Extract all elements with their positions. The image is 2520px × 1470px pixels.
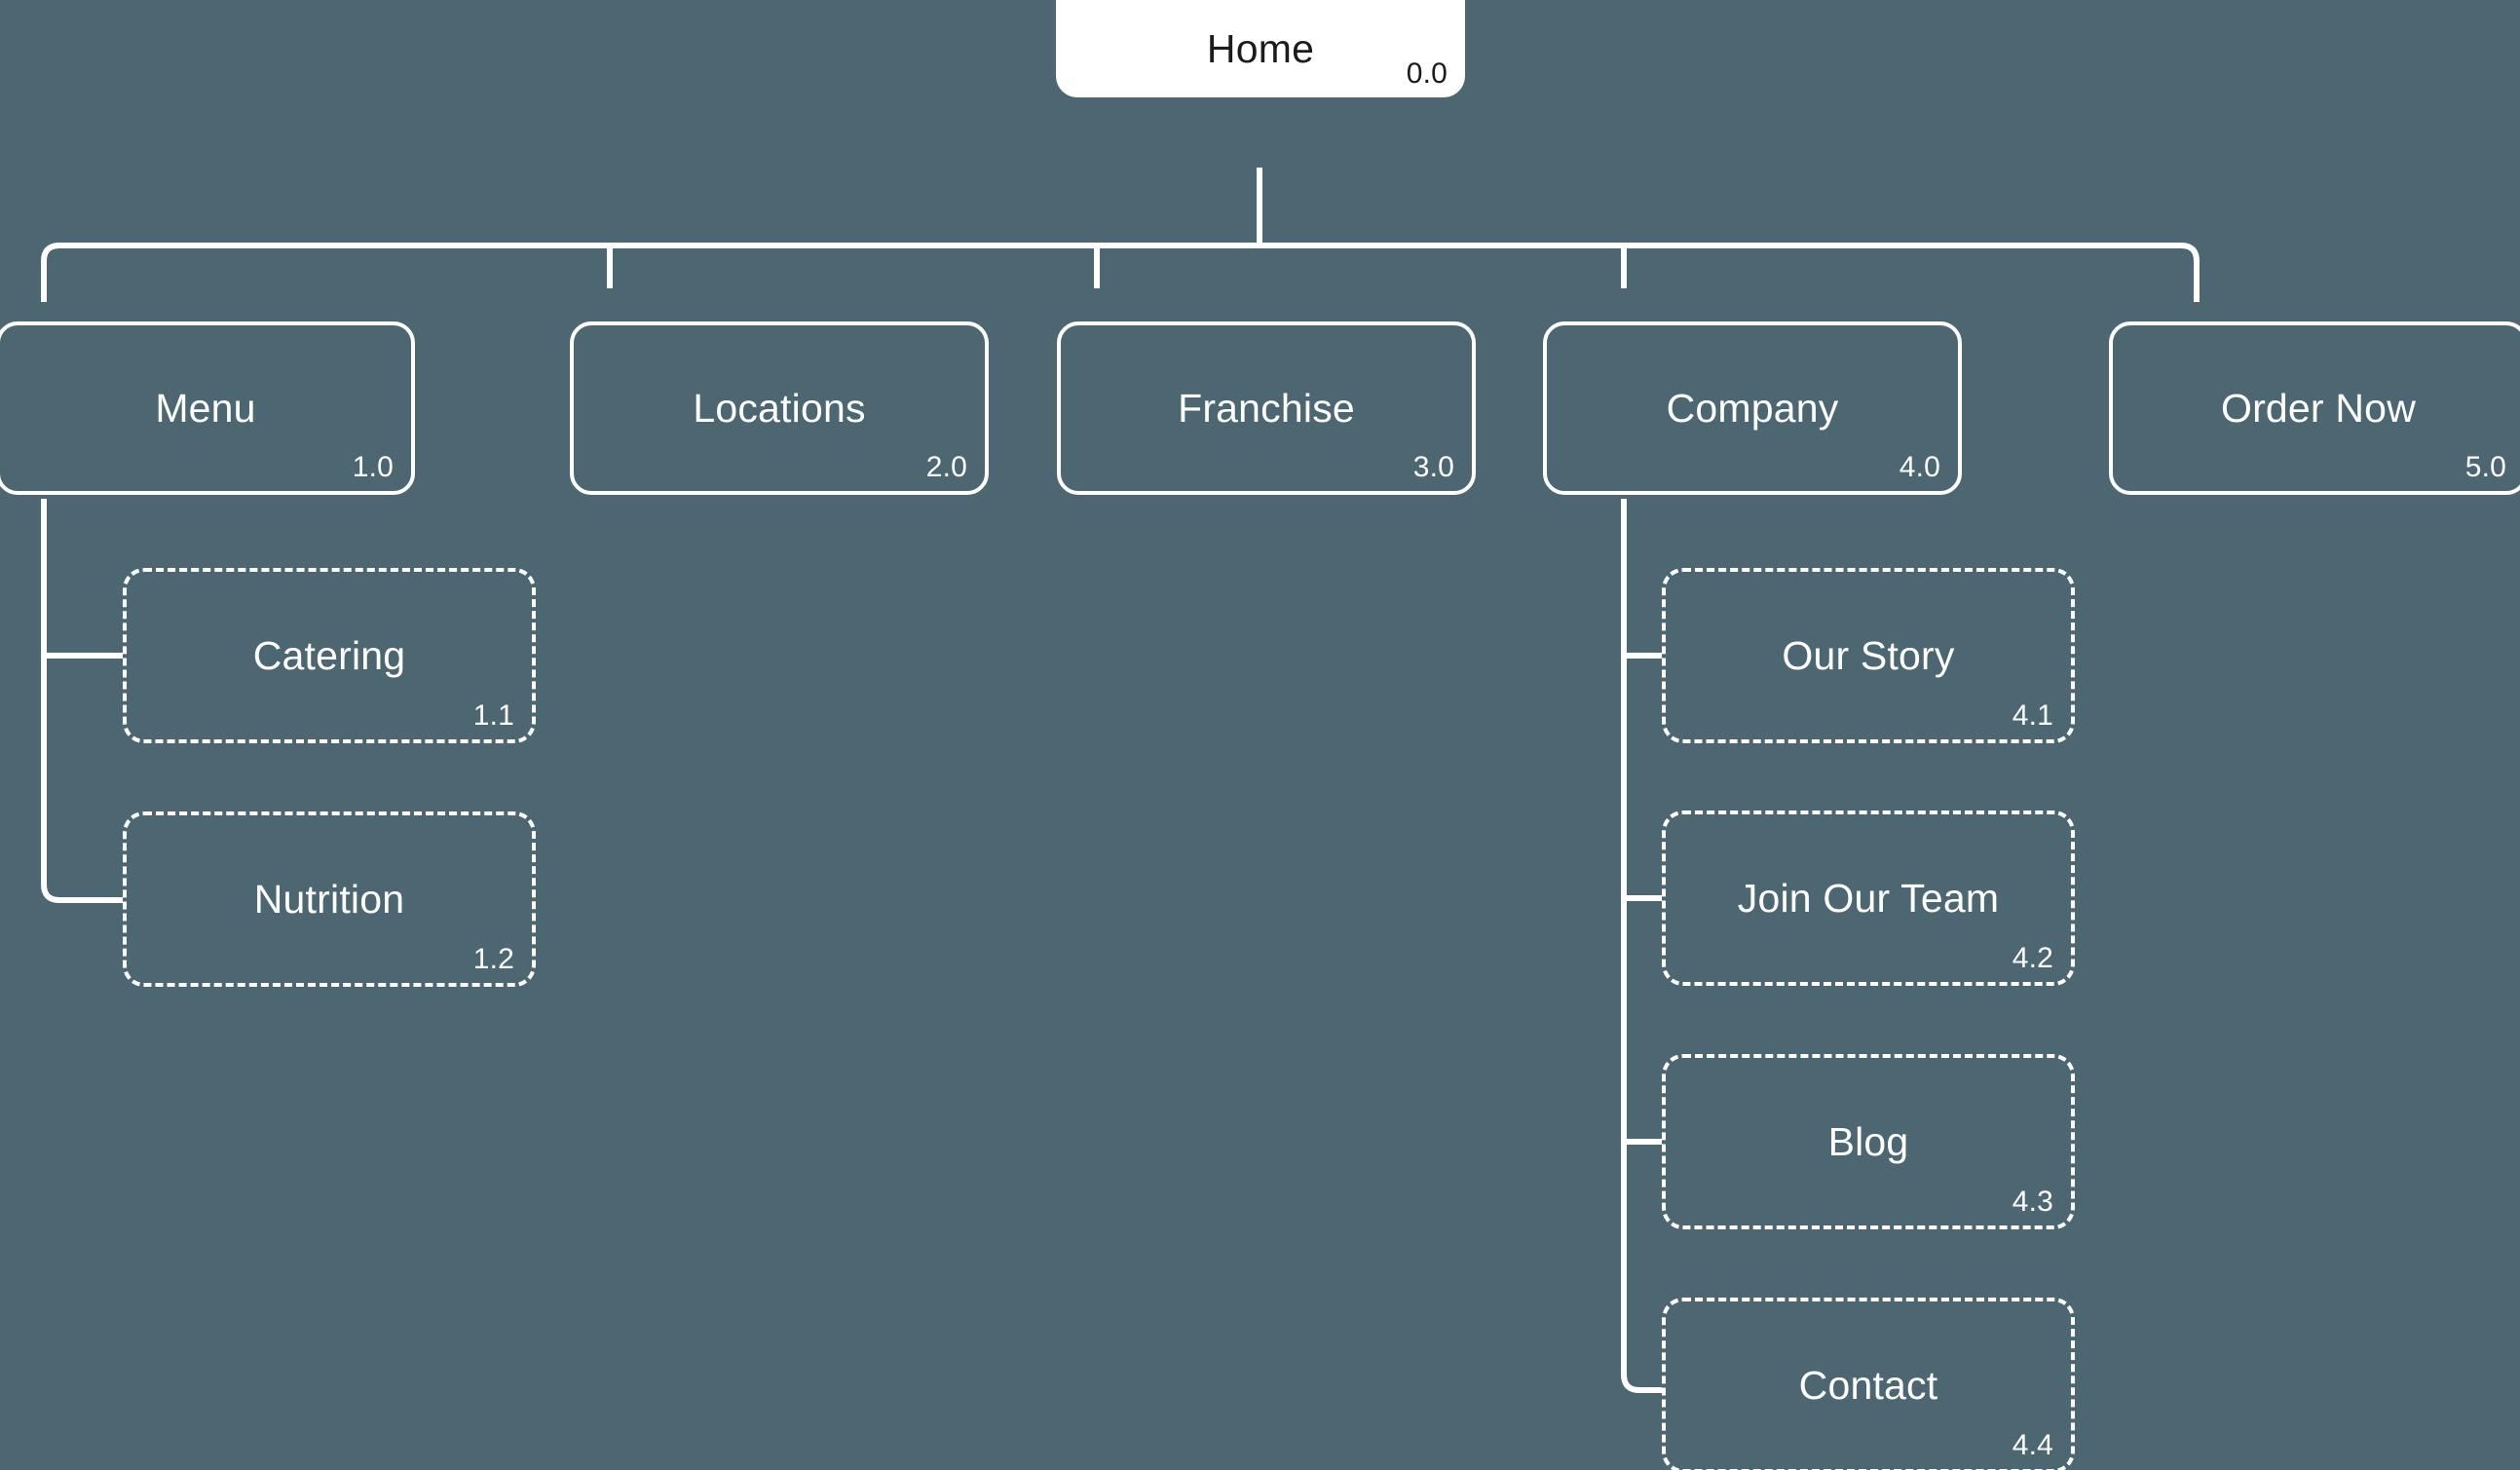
node-our-story-code: 4.1 xyxy=(2012,699,2053,732)
node-catering-code: 1.1 xyxy=(472,699,514,732)
node-join-our-team-label: Join Our Team xyxy=(1737,875,2000,921)
node-home-code: 0.0 xyxy=(1406,57,1448,90)
node-join-our-team-code: 4.2 xyxy=(2012,942,2053,974)
node-blog-label: Blog xyxy=(1827,1118,1909,1164)
node-locations-code: 2.0 xyxy=(925,451,967,483)
node-franchise[interactable]: Franchise 3.0 xyxy=(1057,321,1476,495)
node-company-label: Company xyxy=(1666,385,1839,431)
node-nutrition-code: 1.2 xyxy=(472,943,514,975)
node-company[interactable]: Company 4.0 xyxy=(1543,321,1962,495)
node-franchise-label: Franchise xyxy=(1178,385,1355,431)
node-home-label: Home xyxy=(1206,25,1315,71)
node-nutrition-label: Nutrition xyxy=(253,876,405,922)
node-locations-label: Locations xyxy=(693,385,866,431)
node-blog-code: 4.3 xyxy=(2012,1186,2053,1218)
edge-company-trunk xyxy=(1621,499,1662,1393)
node-home[interactable]: Home 0.0 xyxy=(1056,0,1465,97)
node-order-now[interactable]: Order Now 5.0 xyxy=(2109,321,2520,495)
node-order-now-code: 5.0 xyxy=(2464,451,2506,483)
node-our-story-label: Our Story xyxy=(1782,632,1955,678)
edge-menu-trunk xyxy=(41,499,123,903)
node-nutrition[interactable]: Nutrition 1.2 xyxy=(123,811,536,987)
node-blog[interactable]: Blog 4.3 xyxy=(1662,1054,2075,1229)
node-contact-code: 4.4 xyxy=(2012,1429,2053,1461)
node-company-code: 4.0 xyxy=(1899,451,1940,483)
node-order-now-label: Order Now xyxy=(2220,385,2416,431)
node-join-our-team[interactable]: Join Our Team 4.2 xyxy=(1662,810,2075,986)
node-catering-label: Catering xyxy=(252,632,406,678)
node-menu[interactable]: Menu 1.0 xyxy=(0,321,415,495)
edge-level1-bus xyxy=(41,243,2200,302)
node-franchise-code: 3.0 xyxy=(1412,451,1454,483)
node-contact-label: Contact xyxy=(1798,1362,1938,1408)
node-menu-label: Menu xyxy=(155,385,256,431)
node-locations[interactable]: Locations 2.0 xyxy=(570,321,989,495)
node-menu-code: 1.0 xyxy=(352,451,394,483)
node-contact[interactable]: Contact 4.4 xyxy=(1662,1298,2075,1470)
node-catering[interactable]: Catering 1.1 xyxy=(123,568,536,743)
node-our-story[interactable]: Our Story 4.1 xyxy=(1662,568,2075,743)
